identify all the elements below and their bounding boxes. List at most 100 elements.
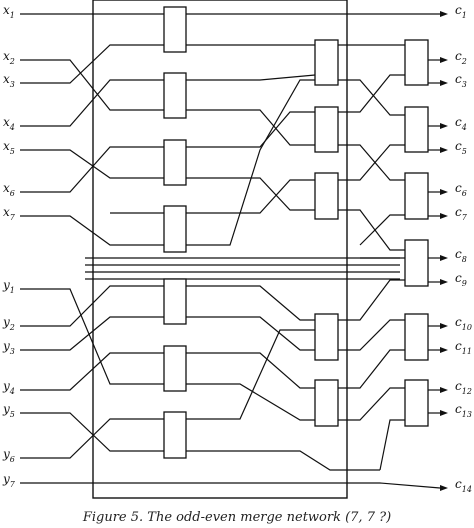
input-label-y1: y1 (2, 278, 15, 295)
input-label-x2: x2 (3, 49, 15, 66)
output-label-c14: c14 (455, 477, 472, 494)
output-label-c7: c7 (455, 205, 468, 222)
wire (186, 79, 315, 246)
wire (338, 349, 405, 389)
output-label-c8: c8 (455, 247, 467, 264)
arrowhead (440, 410, 448, 416)
input-labels: x1 x2 x3 x4 x5 x6 x7 y1 y2 y3 y4 y5 y6 y7 (2, 3, 16, 489)
output-label-c1: c1 (455, 3, 467, 20)
comparator-stage1-2 (163, 72, 187, 119)
comparator-stage2-5 (314, 379, 339, 427)
wire (186, 111, 315, 148)
comparator-stage3-4 (404, 239, 429, 287)
arrowhead (440, 323, 448, 329)
comparator-stage3-5 (404, 313, 429, 361)
wire (338, 144, 405, 181)
input-label-x5: x5 (3, 139, 15, 156)
arrowhead (440, 11, 448, 17)
wire (40, 79, 164, 127)
arrowhead (440, 189, 448, 195)
network-wires (20, 11, 448, 491)
input-label-y2: y2 (2, 315, 15, 332)
comparator-stage3-2 (404, 106, 429, 153)
wire (338, 209, 405, 251)
output-label-c11: c11 (455, 339, 472, 356)
input-label-x7: x7 (3, 205, 16, 222)
wire (40, 352, 164, 391)
wire (186, 179, 315, 214)
wire (40, 149, 164, 179)
comparator-stage1-6 (163, 345, 187, 392)
output-label-c5: c5 (455, 139, 467, 156)
wire (40, 146, 164, 193)
input-label-y7: y7 (2, 472, 16, 489)
comparator-stage1-7 (163, 411, 187, 459)
figure-caption: Figure 5. The odd-even merge network (7,… (82, 510, 391, 525)
arrowhead (440, 80, 448, 86)
comparator-stage1-5 (163, 278, 187, 325)
input-label-x6: x6 (3, 181, 15, 198)
wire (359, 214, 405, 246)
input-label-y6: y6 (2, 447, 15, 464)
wire (186, 329, 315, 420)
arrowhead (440, 279, 448, 285)
output-label-c13: c13 (455, 402, 472, 419)
output-label-c6: c6 (455, 181, 467, 198)
comparator-stage1-1 (163, 6, 187, 53)
wire (40, 44, 164, 84)
wire (338, 319, 405, 351)
arrowhead (440, 147, 448, 153)
wire (40, 418, 164, 459)
comparator-stage3-1 (404, 39, 429, 86)
output-label-c3: c3 (455, 72, 467, 89)
wire (338, 74, 405, 113)
output-label-c10: c10 (455, 315, 472, 332)
comparator-stage1-4 (163, 205, 187, 253)
wire (186, 450, 380, 471)
input-label-y3: y3 (2, 339, 15, 356)
output-label-c12: c12 (455, 379, 472, 396)
wire (186, 177, 315, 211)
wire (186, 316, 315, 351)
wire (186, 285, 315, 321)
output-wire-c14 (40, 482, 441, 489)
input-label-x4: x4 (3, 115, 15, 132)
comparator-stage3-6 (404, 379, 429, 427)
output-label-c2: c2 (455, 49, 467, 66)
wire (379, 419, 405, 471)
comparator-stage2-1 (314, 39, 339, 86)
comparator-boxes (163, 6, 429, 459)
comparator-stage3-3 (404, 172, 429, 220)
wire (186, 383, 315, 421)
arrowhead (440, 57, 448, 63)
input-label-x3: x3 (3, 72, 15, 89)
input-label-x1: x1 (3, 3, 15, 20)
output-label-c9: c9 (455, 271, 467, 288)
wire (40, 285, 164, 327)
wire (40, 412, 164, 452)
comparator-stage1-3 (163, 139, 187, 186)
wire (40, 316, 164, 351)
wire (186, 352, 315, 389)
wire (338, 144, 405, 181)
wire (40, 215, 164, 246)
wire (338, 79, 405, 116)
arrowhead (440, 213, 448, 219)
wire (186, 109, 315, 146)
wire (338, 279, 405, 321)
arrowhead (440, 347, 448, 353)
wire (338, 387, 405, 421)
input-label-y5: y5 (2, 402, 15, 419)
arrowhead (440, 387, 448, 393)
arrowhead (440, 255, 448, 261)
arrowhead (440, 485, 448, 491)
comparator-stage2-3 (314, 172, 339, 220)
inner-merger-frame (92, 0, 348, 499)
wire (186, 74, 316, 81)
comparator-stage2-2 (314, 106, 339, 153)
wire (40, 288, 164, 385)
arrowhead (440, 123, 448, 129)
input-label-y4: y4 (2, 379, 15, 396)
